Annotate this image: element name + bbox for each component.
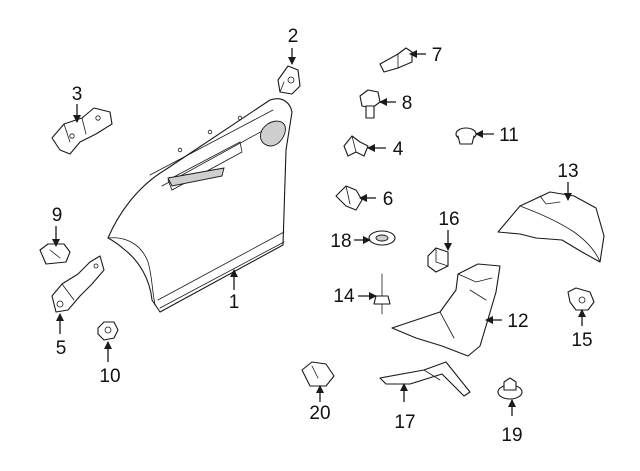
part-20-retainer xyxy=(301,361,335,387)
callout-8: 8 xyxy=(402,93,413,114)
part-17-lower-deflector xyxy=(379,361,471,397)
part-14-stud xyxy=(373,273,391,315)
callout-3: 3 xyxy=(72,84,83,105)
callout-7: 7 xyxy=(432,45,443,66)
part-13-wheelhouse-liner xyxy=(497,191,605,263)
callout-6: 6 xyxy=(383,189,394,210)
callout-15: 15 xyxy=(571,330,592,351)
part-4-clip xyxy=(343,135,369,157)
callout-labels: 1 2 3 4 5 6 7 8 9 10 11 12 13 14 15 16 1… xyxy=(52,26,593,446)
callout-19: 19 xyxy=(501,425,522,446)
callout-18: 18 xyxy=(330,231,351,252)
callout-10: 10 xyxy=(99,366,120,387)
part-6-clip xyxy=(335,185,363,211)
callout-12: 12 xyxy=(507,311,528,332)
callout-4: 4 xyxy=(393,139,404,160)
part-2-bracket xyxy=(277,65,301,95)
callout-14: 14 xyxy=(333,286,355,307)
part-1-fender xyxy=(107,98,293,313)
callout-5: 5 xyxy=(56,338,67,359)
callout-9: 9 xyxy=(52,205,63,226)
part-19-nut xyxy=(497,377,523,400)
callout-11: 11 xyxy=(499,125,519,146)
part-7-bracket xyxy=(379,47,413,73)
part-9-retainer xyxy=(39,243,71,265)
part-12-splash-shield xyxy=(391,263,501,357)
part-15-push-pin xyxy=(567,287,595,311)
part-5-lower-bracket xyxy=(51,255,105,313)
callout-2: 2 xyxy=(288,26,299,47)
callout-17: 17 xyxy=(394,412,415,433)
part-8-bolt xyxy=(359,89,381,119)
part-18-grommet xyxy=(368,230,396,246)
callout-16: 16 xyxy=(438,209,459,230)
part-11-grommet xyxy=(455,127,477,145)
part-16-block xyxy=(427,247,449,273)
leader-arrows xyxy=(52,48,586,416)
part-3-hinge-bracket xyxy=(51,107,113,155)
callout-20: 20 xyxy=(309,403,330,424)
callout-13: 13 xyxy=(557,161,578,182)
part-10-nut xyxy=(97,321,119,341)
callout-1: 1 xyxy=(229,292,240,313)
